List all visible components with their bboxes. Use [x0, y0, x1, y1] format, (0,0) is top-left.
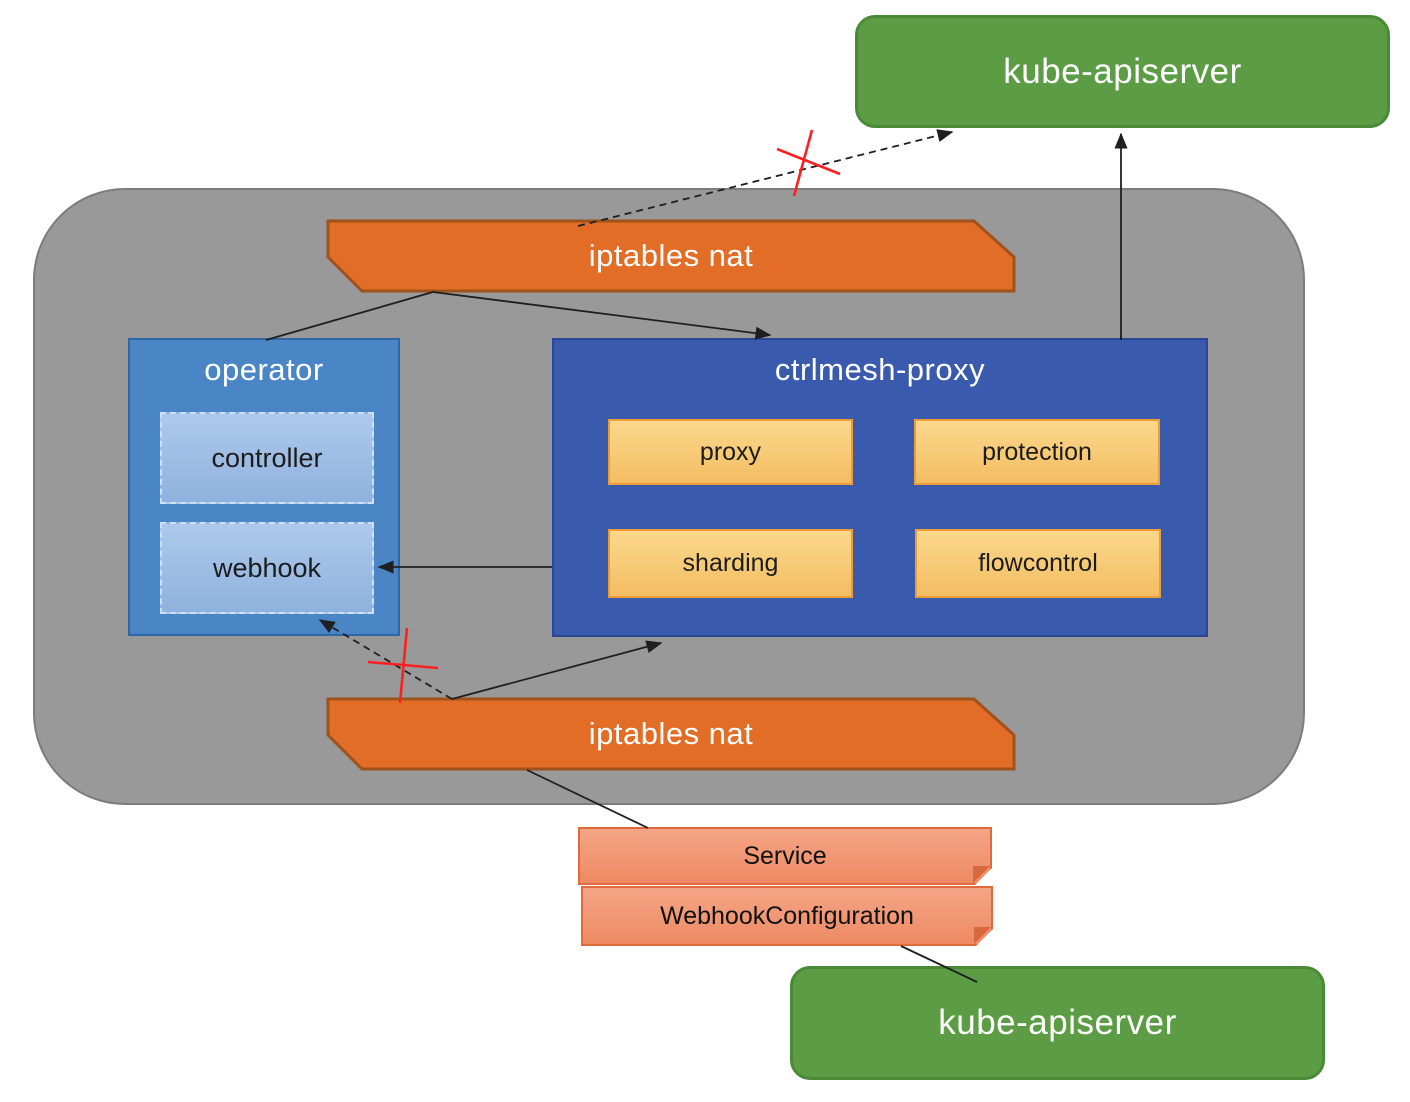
node-service: Service — [578, 827, 992, 885]
node-proxy: proxy — [608, 419, 853, 485]
node-label: webhook — [212, 552, 322, 583]
node-label: sharding — [682, 549, 779, 577]
node-label: kube-apiserver — [938, 1003, 1177, 1042]
node-label: controller — [211, 442, 323, 473]
node-label: proxy — [699, 437, 762, 466]
node-label: operator — [204, 352, 324, 387]
node-label: flowcontrol — [978, 549, 1098, 577]
node-label: kube-apiserver — [1003, 51, 1242, 91]
node-kube-apiserver-top: kube-apiserver — [855, 15, 1390, 128]
node-protection: protection — [914, 419, 1160, 485]
node-ctrlmesh-proxy: ctrlmesh-proxy proxy protection sharding… — [552, 338, 1208, 637]
node-label: ctrlmesh-proxy — [774, 352, 986, 387]
node-label: Service — [743, 841, 827, 870]
iptables-nat-label-bottom: iptables nat — [588, 716, 754, 751]
node-controller: controller — [160, 412, 374, 504]
node-flowcontrol: flowcontrol — [915, 529, 1161, 598]
blocked-x-top-icon — [776, 129, 841, 197]
node-webhook: webhook — [160, 522, 374, 614]
folded-corner-icon — [973, 866, 990, 883]
node-label: protection — [982, 437, 1092, 466]
node-sharding: sharding — [608, 529, 853, 598]
node-operator: operator controller webhook — [128, 338, 400, 636]
node-kube-apiserver-bottom: kube-apiserver — [790, 966, 1325, 1080]
folded-corner-icon — [974, 927, 991, 944]
node-label: WebhookConfiguration — [660, 901, 914, 930]
iptables-nat-label-top: iptables nat — [588, 238, 754, 273]
node-webhook-configuration: WebhookConfiguration — [581, 886, 993, 946]
